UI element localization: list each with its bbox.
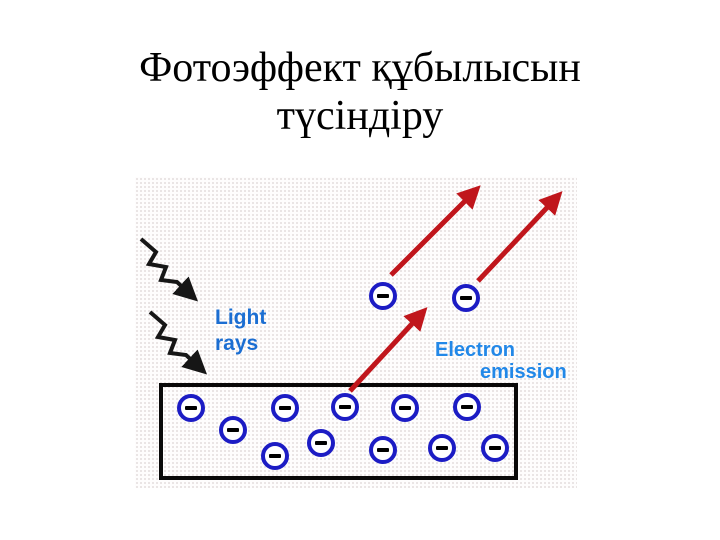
- electron: [428, 434, 456, 462]
- light-rays-label-line2: rays: [215, 332, 259, 355]
- minus-icon: [399, 406, 411, 410]
- title-line-1: Фотоэффект құбылысын: [139, 45, 581, 91]
- arrows-layer: [139, 185, 563, 393]
- emission-arrow: [348, 307, 428, 393]
- electron-emission-label-line2: emission: [480, 361, 567, 383]
- title-line-2: түсіндіру: [276, 93, 444, 139]
- light-rays-arrows: [139, 237, 208, 375]
- minus-icon: [377, 294, 389, 298]
- electron: [391, 394, 419, 422]
- emission-arrow: [476, 191, 563, 283]
- electron: [261, 442, 289, 470]
- light-ray-arrow: [148, 310, 208, 375]
- minus-icon: [460, 296, 472, 300]
- electron: [453, 393, 481, 421]
- emission-arrow: [389, 185, 481, 277]
- light-rays-label: Light rays: [215, 305, 266, 357]
- light-rays-label-line1: Light: [215, 306, 267, 329]
- light-ray-arrow: [139, 237, 199, 302]
- electron: [219, 416, 247, 444]
- metal-plate: [159, 383, 518, 480]
- electron: [369, 282, 397, 310]
- minus-icon: [315, 441, 327, 445]
- electron-emission-label-line1: Electron: [435, 339, 516, 361]
- minus-icon: [279, 406, 291, 410]
- minus-icon: [436, 446, 448, 450]
- electron-emission-arrows: [348, 185, 563, 393]
- minus-icon: [227, 428, 239, 432]
- electron: [331, 393, 359, 421]
- electron: [307, 429, 335, 457]
- minus-icon: [489, 446, 501, 450]
- minus-icon: [377, 448, 389, 452]
- minus-icon: [185, 406, 197, 410]
- electron: [481, 434, 509, 462]
- electron: [271, 394, 299, 422]
- electron: [369, 436, 397, 464]
- photoelectric-effect-diagram: Light rays Electron emission: [135, 177, 577, 488]
- minus-icon: [269, 454, 281, 458]
- electron: [177, 394, 205, 422]
- minus-icon: [461, 405, 473, 409]
- electron: [452, 284, 480, 312]
- minus-icon: [339, 405, 351, 409]
